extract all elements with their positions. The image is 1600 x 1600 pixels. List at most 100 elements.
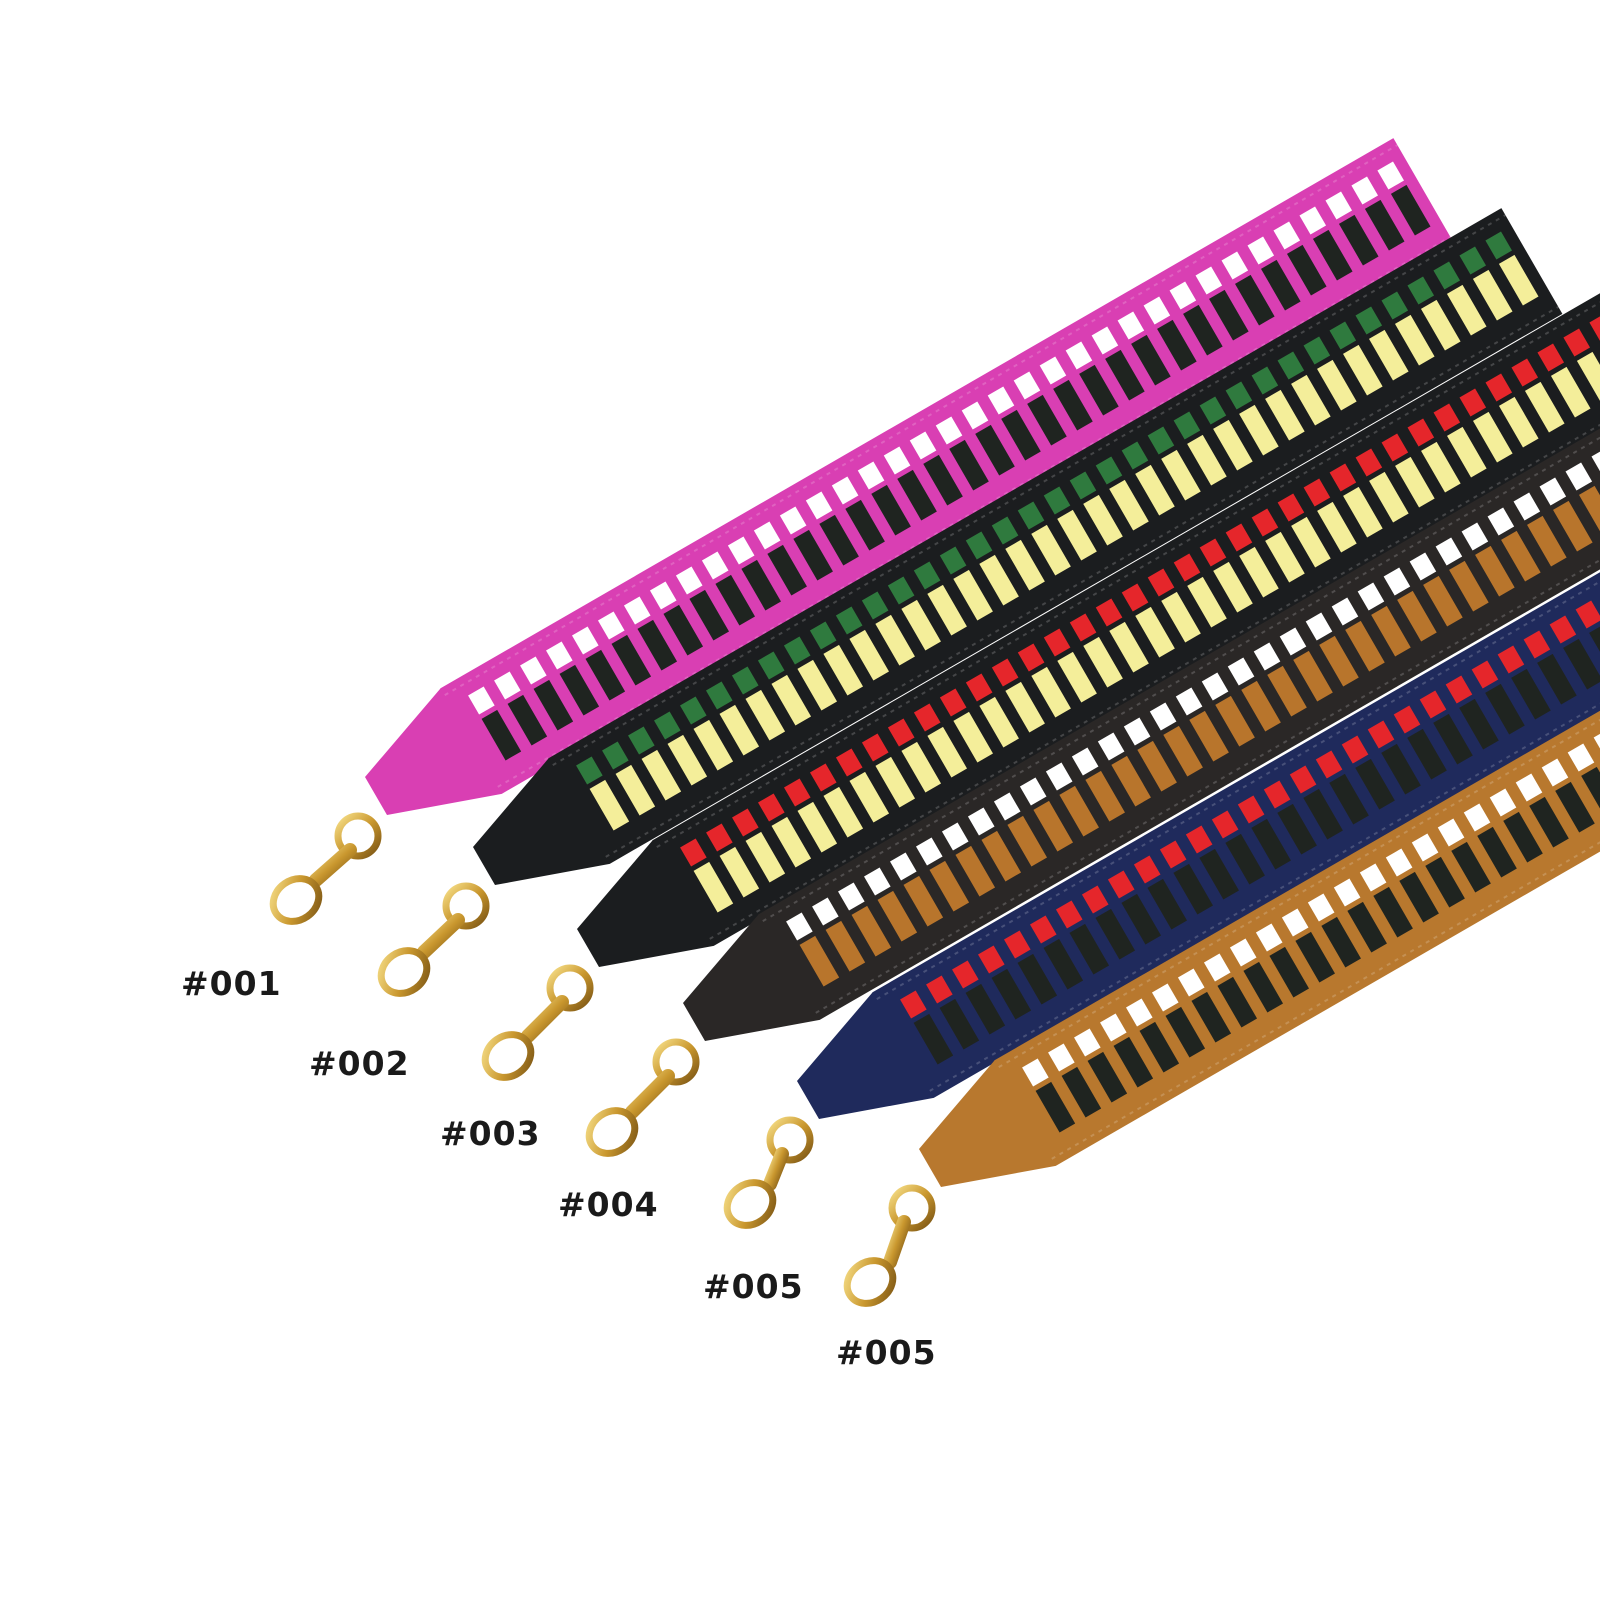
weave-block: [637, 619, 678, 671]
weave-block: [753, 521, 781, 550]
weave-block: [1253, 642, 1281, 671]
weave-block: [1265, 531, 1305, 583]
strap-stitching: [709, 423, 1600, 940]
weave-block: [979, 696, 1019, 748]
weave-block: [875, 614, 915, 666]
weave-block: [520, 656, 547, 685]
weave-block: [913, 1013, 954, 1065]
weave-block: [1433, 403, 1461, 432]
strap-stitching: [929, 702, 1600, 1092]
weave-block: [1503, 811, 1543, 863]
weave-block: [883, 446, 911, 475]
weave-block: [967, 807, 995, 836]
weave-block: [1421, 441, 1461, 493]
weave-block: [1004, 930, 1031, 959]
weave-block: [1329, 321, 1357, 350]
strap-stitching: [1051, 841, 1600, 1160]
weave-block: [913, 703, 941, 732]
weave-block: [680, 838, 707, 867]
weave-block: [887, 576, 915, 605]
weave-block: [1151, 983, 1179, 1012]
weave-block: [649, 581, 677, 610]
weave-block: [935, 416, 963, 445]
weave-block: [861, 591, 889, 620]
weave-block: [1213, 561, 1253, 613]
weave-block: [1447, 426, 1487, 478]
weave-block: [793, 529, 833, 581]
weave-block: [1295, 931, 1335, 983]
weave-block: [1381, 743, 1421, 795]
weave-block: [1390, 184, 1431, 236]
clasp-icon: [723, 1147, 789, 1229]
weave-block: [1567, 743, 1595, 772]
weave-block: [1463, 803, 1491, 832]
weave-block: [987, 386, 1015, 415]
weave-block: [1393, 705, 1421, 734]
weave-block: [1019, 777, 1047, 806]
weave-block: [1420, 299, 1461, 351]
weave-block: [589, 779, 630, 831]
strap-3: [481, 293, 1600, 1081]
weave-block: [1117, 311, 1145, 340]
weave-block: [1303, 788, 1343, 840]
weave-block: [1435, 537, 1463, 566]
weave-block: [1225, 833, 1265, 885]
weave-block: [1293, 650, 1333, 702]
weave-block: [851, 905, 892, 957]
weave-block: [1541, 758, 1569, 787]
weave-block: [1111, 755, 1151, 807]
strap-stitching: [762, 436, 1600, 922]
weave-block: [1241, 680, 1281, 732]
weave-block: [1381, 433, 1409, 462]
weave-block: [1471, 660, 1499, 689]
weave-block: [1591, 451, 1600, 472]
weave-block: [1251, 366, 1279, 395]
weave-block: [1589, 626, 1600, 652]
weave-block: [1446, 284, 1487, 336]
weave-block: [1095, 456, 1123, 485]
weave-block: [1097, 732, 1125, 761]
strap-stitching: [998, 718, 1600, 1068]
weave-block: [1121, 583, 1149, 612]
weave-block: [1251, 508, 1279, 537]
weave-block: [1303, 478, 1331, 507]
weave-block: [1043, 486, 1071, 515]
weave-block: [1529, 796, 1569, 848]
weave-block: [965, 983, 1006, 1035]
weave-block: [1227, 657, 1255, 686]
weave-block: [1523, 630, 1551, 659]
strap-label: #002: [309, 1044, 410, 1083]
weave-block: [1477, 826, 1517, 878]
weave-block: [628, 726, 655, 755]
weave-block: [1113, 1036, 1154, 1088]
weave-block: [1459, 388, 1487, 417]
weave-block: [941, 822, 969, 851]
weave-block: [838, 882, 865, 911]
weave-block: [1225, 523, 1253, 552]
weave-block: [1221, 251, 1249, 280]
weave-block: [823, 786, 864, 838]
weave-block: [1033, 800, 1073, 852]
weave-block: [783, 636, 811, 665]
weave-block: [929, 860, 970, 912]
weave-block: [1498, 254, 1539, 306]
weave-block: [1131, 334, 1171, 386]
weave-block: [1074, 1028, 1101, 1057]
label-group: #001#002#003#004#005#005: [181, 964, 936, 1372]
weave-block: [1247, 236, 1275, 265]
strap-label: #004: [558, 1185, 659, 1224]
weave-block: [1581, 766, 1600, 809]
weave-block: [1235, 274, 1275, 326]
weave-block: [1399, 871, 1439, 923]
strap-label: #003: [440, 1114, 541, 1153]
ring-icon: [652, 1038, 700, 1086]
strap-label: #005: [703, 1267, 804, 1306]
weave-block: [1423, 575, 1463, 627]
weave-block: [784, 778, 811, 807]
weave-block: [953, 711, 993, 763]
strap-weave-pattern: [468, 161, 1431, 761]
strap-5: [723, 572, 1600, 1229]
weave-block: [1239, 404, 1279, 456]
weave-block: [1069, 471, 1097, 500]
weave-block: [719, 704, 760, 756]
